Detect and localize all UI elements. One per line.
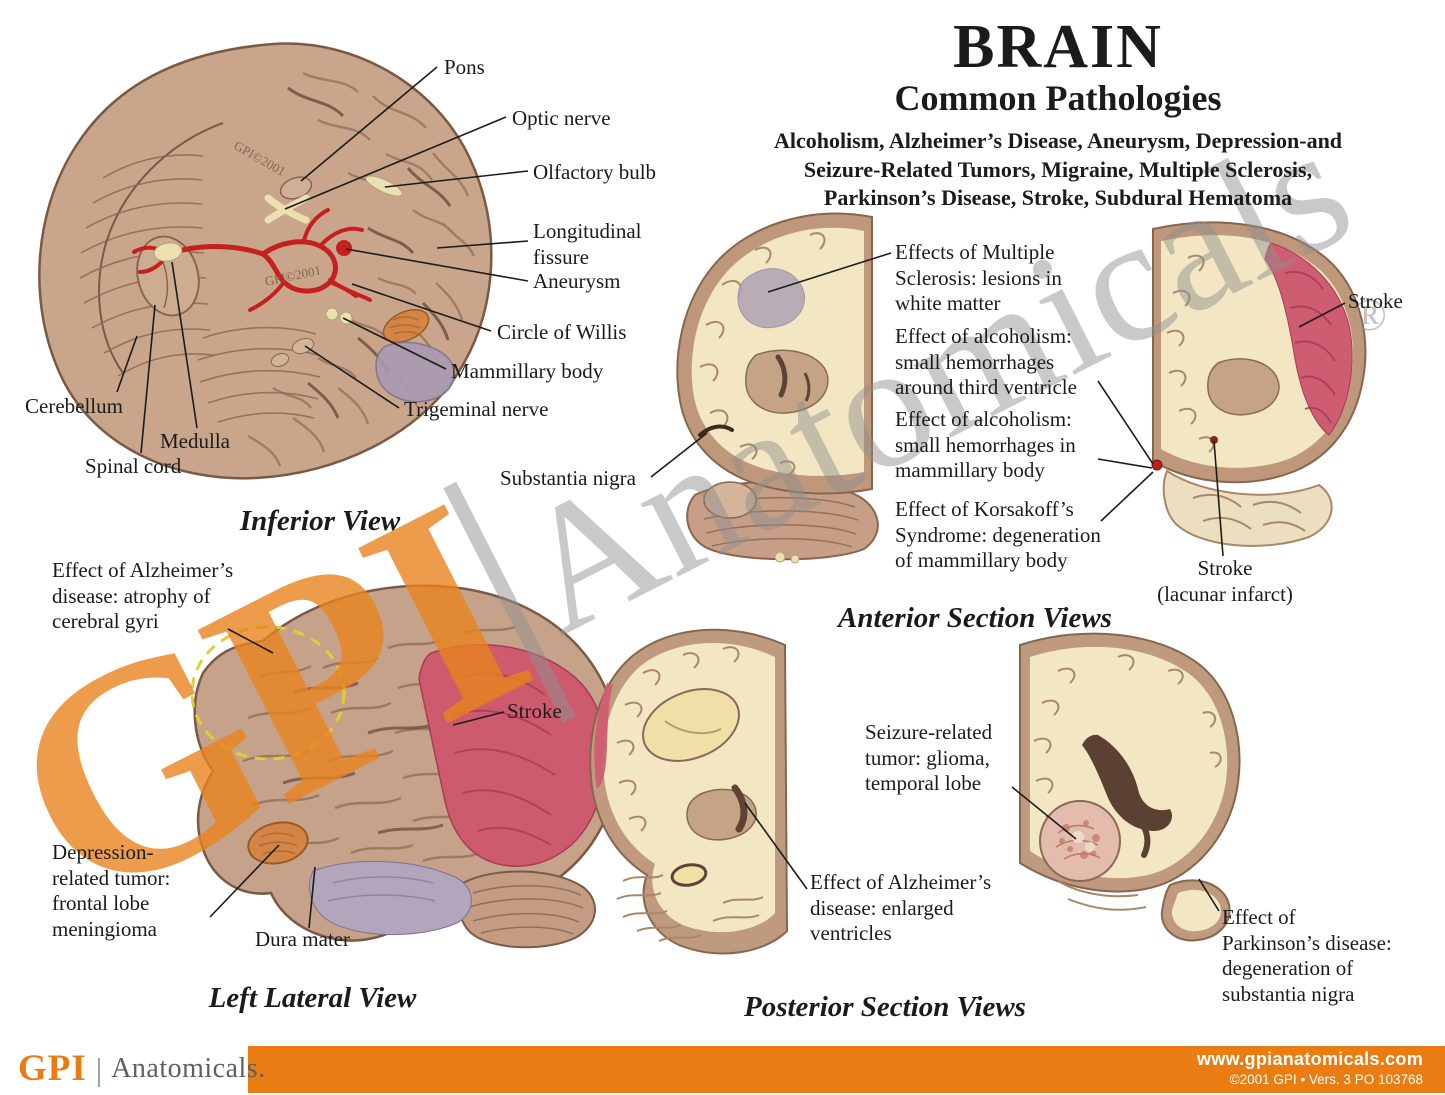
footer-orange-bar: www.gpianatomicals.com ©2001 GPI • Vers.…: [248, 1046, 1445, 1093]
alzheimers-atrophy-marker: [190, 625, 346, 761]
cortex-fold-texture: [616, 646, 740, 832]
lateral-ventricle-slit: [775, 354, 788, 398]
thalamic-oval-line: [664, 720, 722, 735]
label-alcoholism-mammillary: Effect of alcoholism: small hemorrhages …: [895, 407, 1076, 483]
posterior-section-left-illustration: [589, 628, 789, 955]
lacunar-infarct-spot: [1210, 436, 1218, 444]
label-multiple-sclerosis: Effects of Multiple Sclerosis: lesions i…: [895, 240, 1062, 316]
caption-anterior-section-views: Anterior Section Views: [838, 602, 1112, 634]
label-seizure-tumor: Seizure-related tumor: glioma, temporal …: [865, 720, 993, 796]
label-longitudinal-fissure: Longitudinal fissure: [533, 219, 642, 269]
label-substantia-nigra: Substantia nigra: [500, 466, 636, 490]
anterior-section-right-illustration: [1151, 221, 1367, 547]
gpi-logo: GPI | Anatomicals.: [18, 1050, 266, 1087]
label-parkinsons: Effect of Parkinson’s disease: degenerat…: [1222, 905, 1392, 1006]
ms-lesion-region: [737, 268, 805, 329]
hemorrhage-crescent: [594, 683, 613, 789]
gpi-logo-text: GPI: [18, 1048, 87, 1089]
ventricle-branch: [1135, 816, 1151, 858]
pons-bump: [703, 481, 757, 519]
lower-fold-chunk: [1162, 469, 1333, 547]
bottom-fold-texture: [1057, 880, 1147, 911]
label-stroke-anterior: Stroke: [1348, 289, 1403, 313]
poster-subtitle: Common Pathologies: [894, 78, 1222, 119]
label-alzheimers-ventricles: Effect of Alzheimer’s disease: enlarged …: [810, 870, 992, 946]
title-block: BRAIN Common Pathologies Alcoholism, Alz…: [728, 13, 1388, 213]
label-stroke-lacunar: Stroke (lacunar infarct): [1157, 556, 1293, 606]
label-mammillary-body: Mammillary body: [451, 359, 604, 383]
third-ventricle-slit: [803, 372, 811, 402]
gpi-logo-name: Anatomicals.: [111, 1052, 266, 1084]
aneurysm-bulge: [336, 240, 352, 256]
label-optic-nerve: Optic nerve: [512, 106, 611, 130]
gpi-logo-divider: |: [95, 1050, 103, 1087]
dura-mater-texture: [327, 876, 436, 902]
cerebellum-region: [457, 870, 596, 949]
footer-copyright: ©2001 GPI • Vers. 3 PO 103768: [1229, 1072, 1423, 1087]
ventricle-structure: [1082, 734, 1173, 831]
section-white-matter: [603, 643, 775, 933]
label-aneurysm: Aneurysm: [533, 269, 621, 293]
cerebellum-chunk: [686, 480, 879, 564]
posterior-section-right-illustration: [1019, 632, 1241, 942]
footer-publisher-info: www.gpianatomicals.com ©2001 GPI • Vers.…: [1197, 1049, 1423, 1087]
label-pons: Pons: [444, 55, 485, 79]
occipital-fold-texture: [616, 874, 764, 942]
poster-title: BRAIN: [953, 13, 1163, 81]
glioma-texture: [1055, 820, 1101, 860]
label-circle-of-willis: Circle of Willis: [497, 320, 627, 344]
caption-posterior-section-views: Posterior Section Views: [744, 991, 1026, 1023]
cortex-fold-texture: [1166, 254, 1215, 453]
footer: www.gpianatomicals.com ©2001 GPI • Vers.…: [0, 1044, 1445, 1095]
deep-gray-structures: [1207, 358, 1280, 416]
lower-ventricle: [670, 863, 708, 887]
lower-cerebellum-stripes: [197, 326, 321, 423]
left-lateral-view-illustration: [190, 584, 621, 949]
label-alzheimers-atrophy: Effect of Alzheimer’s disease: atrophy o…: [52, 558, 234, 634]
mammillary-hemorrhage-spot: [1151, 459, 1163, 471]
label-stroke-lateral: Stroke: [507, 699, 562, 723]
label-spinal-cord: Spinal cord: [85, 454, 182, 478]
label-korsakoff: Effect of Korsakoff’s Syndrome: degenera…: [895, 497, 1101, 573]
enlarged-ventricle-slit: [731, 784, 748, 833]
caption-left-lateral-view: Left Lateral View: [208, 982, 417, 1014]
sulci-texture: [282, 681, 444, 835]
label-olfactory-bulb: Olfactory bulb: [533, 160, 657, 184]
label-dura-mater: Dura mater: [255, 927, 351, 951]
caption-inferior-view: Inferior View: [239, 505, 401, 537]
anterior-section-left-illustration: [676, 212, 879, 564]
cortex-fold-texture: [699, 232, 826, 476]
label-cerebellum: Cerebellum: [25, 394, 123, 418]
pathology-list: Alcoholism, Alzheimer’s Disease, Aneurys…: [773, 128, 1343, 211]
label-alcoholism-third-ventricle: Effect of alcoholism: small hemorrhages …: [895, 324, 1077, 400]
label-trigeminal-nerve: Trigeminal nerve: [404, 397, 549, 421]
label-depression-tumor: Depression- related tumor: frontal lobe …: [52, 840, 171, 941]
label-medulla: Medulla: [160, 429, 230, 453]
footer-website: www.gpianatomicals.com: [1197, 1049, 1423, 1069]
temporal-lobe-piece: [1160, 879, 1231, 942]
thalamic-oval: [642, 688, 740, 762]
stroke-region: [418, 644, 607, 867]
inferior-view-illustration: GPI©2001 GPI©2001: [38, 42, 493, 480]
mammillary-body-structure: [325, 307, 339, 321]
